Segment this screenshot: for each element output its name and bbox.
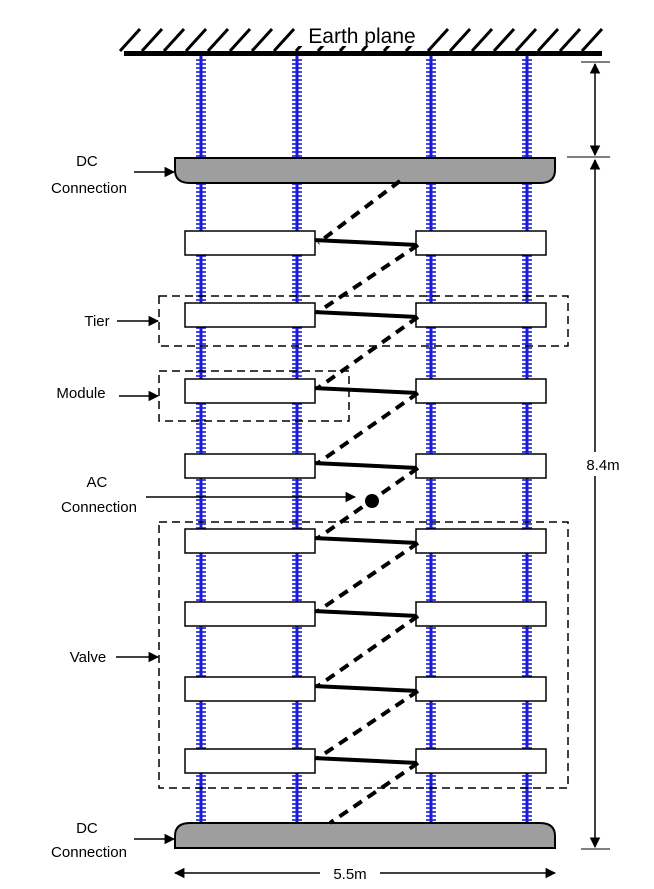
module-left — [184, 378, 316, 404]
module-link — [312, 461, 419, 470]
tier-callout: Tier — [84, 313, 160, 330]
module-left — [184, 528, 316, 554]
tier-5 — [184, 528, 547, 554]
earth-plane: Earth plane — [118, 20, 604, 56]
module-right — [415, 601, 547, 627]
svg-text:AC Connection: AC Connection — [61, 474, 137, 516]
module-link — [312, 609, 419, 618]
dashed-diagonal-link — [316, 179, 402, 245]
module-left — [184, 230, 316, 256]
valve-outline — [158, 521, 569, 789]
module-link — [312, 536, 419, 545]
module-callout: Module — [56, 385, 160, 402]
tier-label: Tier — [84, 313, 109, 330]
svg-text:DC Connection: DC Connection — [51, 153, 127, 197]
hatch-line — [228, 27, 252, 53]
dashed-diagonal-link — [316, 243, 420, 314]
dashed-diagonal-link — [316, 614, 420, 688]
module-right — [415, 302, 547, 328]
hatch-line — [536, 27, 560, 53]
dashed-diagonal-link — [316, 541, 420, 613]
dashed-diagonal-link — [316, 315, 420, 390]
tier-7 — [184, 676, 547, 702]
dc-connection-bottom-callout: DC Connection — [51, 820, 176, 861]
hatch-line — [272, 27, 296, 53]
width-dimension: 5.5m — [173, 862, 557, 884]
hatch-line — [140, 27, 164, 53]
ac-connection-line2: Connection — [61, 499, 137, 516]
tier-outline — [158, 295, 569, 347]
tier-2 — [184, 302, 547, 328]
tier-8 — [184, 748, 547, 774]
hatch-line — [426, 27, 450, 53]
module-left — [184, 601, 316, 627]
valve-label: Valve — [70, 649, 106, 666]
dashed-diagonal-link — [328, 761, 420, 825]
hatch-line — [118, 27, 142, 53]
valve-tiers — [184, 230, 547, 774]
hatch-line — [184, 27, 208, 53]
module-right — [415, 528, 547, 554]
module-left — [184, 453, 316, 479]
ac-connection-line1: AC — [86, 474, 107, 491]
earth-plane-bar — [124, 51, 602, 56]
width-dimension-label: 5.5m — [333, 866, 366, 883]
module-link — [312, 310, 419, 319]
module-label: Module — [56, 385, 105, 402]
dc-connection-top-line1: DC — [76, 153, 98, 170]
ac-connection-callout: AC Connection — [61, 474, 357, 516]
dashed-diagonal-links — [316, 179, 420, 825]
dashed-diagonal-link — [316, 689, 420, 760]
dashed-diagonal-link — [316, 391, 420, 465]
dashed-diagonal-link — [316, 466, 420, 540]
earth-plane-label: Earth plane — [308, 25, 415, 48]
hatch-line — [492, 27, 516, 53]
hatch-line — [250, 27, 274, 53]
module-link — [312, 238, 419, 247]
tier-1 — [184, 230, 547, 256]
module-right — [415, 230, 547, 256]
module-left — [184, 676, 316, 702]
height-dimension-upper — [567, 61, 610, 158]
ac-connection-point — [365, 494, 379, 508]
module-right — [415, 748, 547, 774]
dc-connection-top-callout: DC Connection — [51, 153, 176, 197]
dc-connection-plate-top — [174, 157, 556, 184]
tier-3 — [184, 378, 547, 404]
module-right — [415, 378, 547, 404]
svg-text:DC Connection: DC Connection — [51, 820, 127, 861]
module-left — [184, 748, 316, 774]
height-dimension-main: 8.4m — [577, 158, 629, 850]
hatch-line — [514, 27, 538, 53]
module-link — [312, 386, 419, 395]
hatch-line — [470, 27, 494, 53]
module-left — [184, 302, 316, 328]
hatch-line — [558, 27, 582, 53]
dc-connection-bottom-line2: Connection — [51, 844, 127, 861]
module-right — [415, 453, 547, 479]
tier-6 — [184, 601, 547, 627]
module-link — [312, 756, 419, 765]
hatch-line — [448, 27, 472, 53]
height-dimension-label: 8.4m — [586, 457, 619, 474]
tier-4 — [184, 453, 547, 479]
module-right — [415, 676, 547, 702]
dc-connection-top-line2: Connection — [51, 180, 127, 197]
hatch-line — [206, 27, 230, 53]
hatch-line — [580, 27, 604, 53]
module-link — [312, 684, 419, 693]
dc-connection-plate-bottom — [174, 822, 556, 849]
dc-connection-bottom-line1: DC — [76, 820, 98, 837]
hatch-line — [162, 27, 186, 53]
earth-label-bg — [296, 20, 428, 46]
valve-callout: Valve — [70, 649, 160, 666]
